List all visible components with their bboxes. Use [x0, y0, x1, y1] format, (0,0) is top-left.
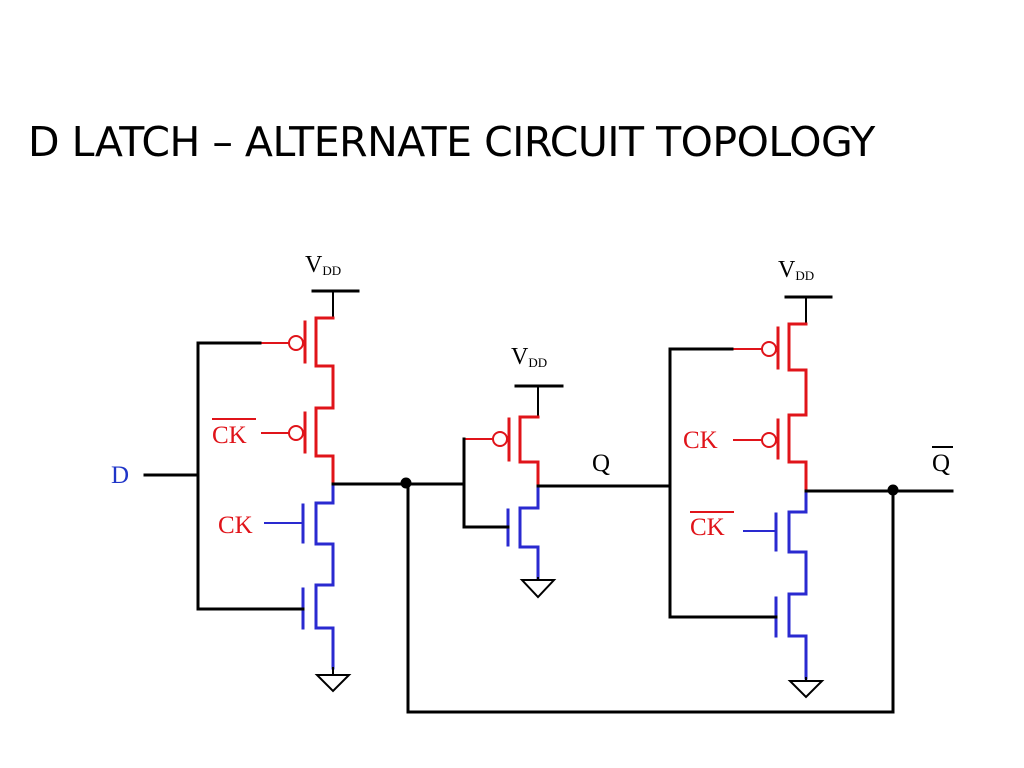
vdd-label-stage3: VDD [778, 257, 814, 283]
stage1-ground-icon [314, 674, 352, 693]
stage2-pmos [463, 415, 540, 488]
feedback-wire [406, 481, 895, 714]
schematic-labels: VDD VDD VDD D CK CK Q CK CK Q [111, 252, 953, 541]
ck-label-stage3: CK [683, 427, 718, 454]
stage1-nmos-bottom [196, 583, 335, 670]
stage2-inverter [462, 384, 564, 599]
vdd-label-stage2: VDD [511, 344, 547, 370]
stage3-nmos-bottom [668, 592, 808, 680]
stage3-clocked-inverter [668, 295, 833, 699]
vdd-label-stage1: VDD [305, 252, 341, 278]
stage1-pmos-top [259, 316, 335, 410]
stage1-pmos-clock [261, 406, 335, 486]
stage2-ground-icon [519, 579, 557, 599]
stage3-pmos-top [731, 322, 808, 417]
slide-title: D LATCH – ALTERNATE CIRCUIT TOPOLOGY [28, 118, 875, 166]
stage1-clocked-inverter [143, 289, 360, 693]
stage3-nmos-clock [743, 489, 808, 596]
output-q-label: Q [592, 450, 610, 477]
stage2-nmos [462, 484, 540, 580]
stage1-nmos-clock [264, 482, 335, 587]
stage3-ground-icon [787, 680, 825, 699]
ck-label-stage1: CK [218, 512, 253, 539]
input-d-label: D [111, 462, 129, 489]
stage3-pmos-clock [733, 413, 808, 493]
ck-bar-label-stage1: CK [212, 422, 247, 449]
ck-bar-label-stage3: CK [690, 514, 725, 541]
output-qbar-label: Q [932, 450, 950, 477]
